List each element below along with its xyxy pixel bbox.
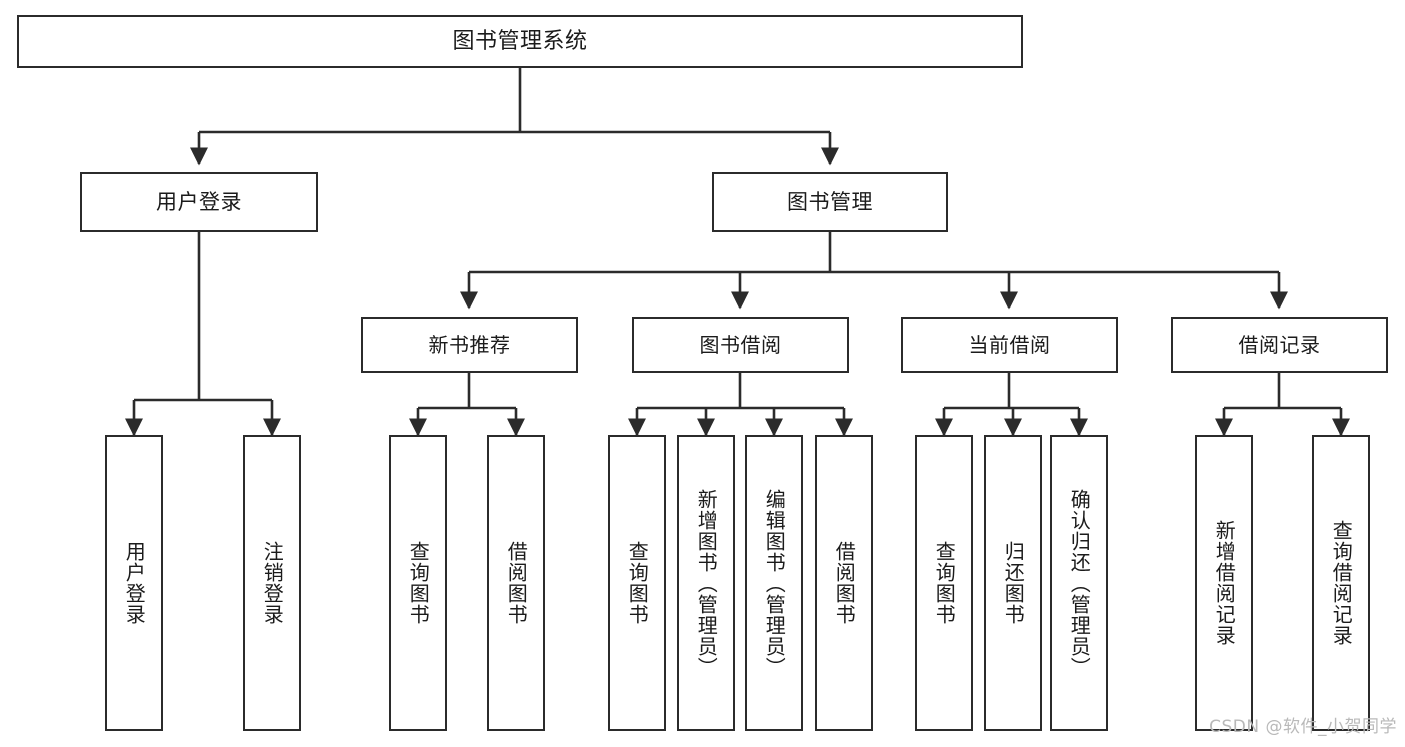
node-leaf-borrow-book-1[interactable]: 借阅图书 — [487, 435, 545, 731]
node-new-book-rec[interactable]: 新书推荐 — [361, 317, 578, 373]
node-leaf-add-book[interactable]: 新增图书（管理员） — [677, 435, 735, 731]
node-leaf-return-book-label: 归还图书 — [1001, 541, 1026, 625]
node-book-manage[interactable]: 图书管理 — [712, 172, 948, 232]
node-book-manage-label: 图书管理 — [787, 189, 873, 214]
csdn-watermark: CSDN @软件_小贺同学 — [1209, 717, 1397, 737]
node-new-book-rec-label: 新书推荐 — [428, 332, 511, 357]
node-leaf-query-book-3[interactable]: 查询图书 — [915, 435, 973, 731]
node-leaf-query-book-1-label: 查询图书 — [406, 541, 431, 625]
node-leaf-query-book-1[interactable]: 查询图书 — [389, 435, 447, 731]
node-leaf-query-book-2[interactable]: 查询图书 — [608, 435, 666, 731]
node-leaf-edit-book-label: 编辑图书（管理员） — [762, 488, 787, 678]
node-leaf-user-login[interactable]: 用户登录 — [105, 435, 163, 731]
node-leaf-query-record-label: 查询借阅记录 — [1329, 520, 1354, 646]
node-leaf-logout-label: 注销登录 — [260, 541, 285, 625]
node-leaf-add-record[interactable]: 新增借阅记录 — [1195, 435, 1253, 731]
node-leaf-query-book-3-label: 查询图书 — [932, 541, 957, 625]
node-current-borrow[interactable]: 当前借阅 — [901, 317, 1118, 373]
node-leaf-borrow-book-2[interactable]: 借阅图书 — [815, 435, 873, 731]
node-borrow-record-label: 借阅记录 — [1238, 332, 1321, 357]
node-leaf-add-record-label: 新增借阅记录 — [1212, 520, 1237, 646]
node-leaf-return-book[interactable]: 归还图书 — [984, 435, 1042, 731]
node-leaf-add-book-label: 新增图书（管理员） — [694, 488, 719, 678]
node-borrow-record[interactable]: 借阅记录 — [1171, 317, 1388, 373]
node-user-login[interactable]: 用户登录 — [80, 172, 318, 232]
node-book-borrow[interactable]: 图书借阅 — [632, 317, 849, 373]
node-leaf-borrow-book-2-label: 借阅图书 — [832, 541, 857, 625]
node-leaf-confirm-return-label: 确认归还（管理员） — [1067, 488, 1092, 678]
node-leaf-borrow-book-1-label: 借阅图书 — [504, 541, 529, 625]
node-leaf-query-record[interactable]: 查询借阅记录 — [1312, 435, 1370, 731]
node-leaf-user-login-label: 用户登录 — [122, 541, 147, 625]
node-user-login-label: 用户登录 — [156, 189, 242, 214]
node-current-borrow-label: 当前借阅 — [968, 332, 1051, 357]
node-leaf-confirm-return[interactable]: 确认归还（管理员） — [1050, 435, 1108, 731]
node-leaf-logout[interactable]: 注销登录 — [243, 435, 301, 731]
node-book-borrow-label: 图书借阅 — [699, 332, 782, 357]
node-root-label: 图书管理系统 — [452, 28, 588, 54]
node-root[interactable]: 图书管理系统 — [17, 15, 1023, 68]
node-leaf-edit-book[interactable]: 编辑图书（管理员） — [745, 435, 803, 731]
node-leaf-query-book-2-label: 查询图书 — [625, 541, 650, 625]
